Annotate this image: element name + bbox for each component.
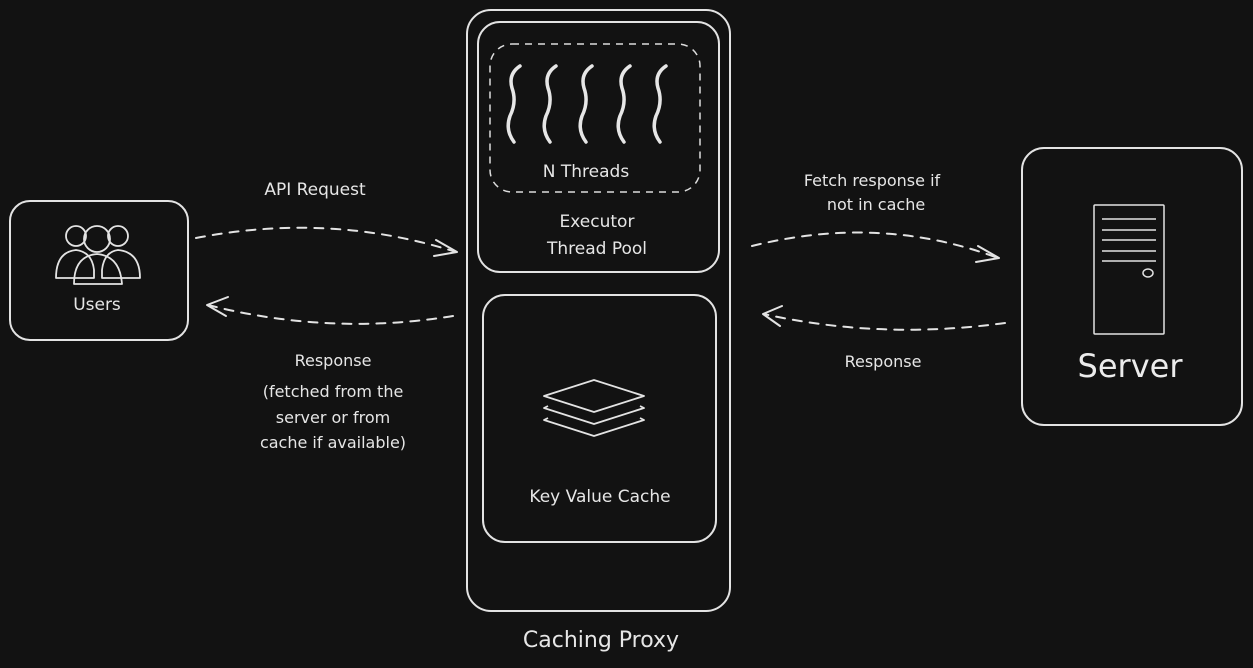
executor-label-line1: Executor bbox=[560, 212, 635, 232]
fetch-response-line bbox=[751, 231, 999, 259]
threads-label: N Threads bbox=[543, 162, 630, 182]
server-box bbox=[1021, 147, 1243, 426]
threads-group-box bbox=[489, 43, 701, 193]
api-request-label: API Request bbox=[264, 180, 366, 200]
response-users-label-3: server or from bbox=[276, 408, 390, 427]
fetch-response-arrowhead bbox=[975, 245, 1000, 263]
api-request-line bbox=[195, 226, 457, 253]
users-label: Users bbox=[73, 295, 121, 315]
caching-proxy-label: Caching Proxy bbox=[523, 628, 679, 653]
executor-box bbox=[477, 21, 720, 273]
users-group-icon bbox=[55, 225, 141, 285]
fetch-response-label-2: not in cache bbox=[827, 195, 925, 214]
edge-fetch-response: Fetch response if not in cache bbox=[751, 171, 1000, 263]
edge-api-request: API Request bbox=[195, 180, 458, 257]
key-value-cache-node[interactable]: Key Value Cache bbox=[482, 294, 717, 543]
users-box bbox=[9, 200, 189, 341]
server-label: Server bbox=[1078, 347, 1184, 385]
response-users-label-4: cache if available) bbox=[260, 433, 406, 452]
response-users-arrowhead bbox=[206, 296, 229, 317]
users-node[interactable]: Users bbox=[9, 200, 189, 341]
response-users-label-2: (fetched from the bbox=[263, 382, 404, 401]
layers-icon bbox=[543, 379, 645, 437]
executor-thread-pool-node[interactable]: N Threads Executor Thread Pool bbox=[477, 21, 720, 273]
response-server-label: Response bbox=[845, 352, 922, 371]
fetch-response-label-1: Fetch response if bbox=[804, 171, 941, 190]
response-users-line bbox=[207, 304, 454, 325]
response-users-label-1: Response bbox=[295, 351, 372, 370]
threads-icon bbox=[506, 64, 668, 144]
edge-response-from-server: Response bbox=[762, 305, 1006, 371]
executor-label-line2: Thread Pool bbox=[546, 239, 647, 259]
server-tower-icon bbox=[1093, 204, 1165, 335]
edge-response-to-users: Response (fetched from the server or fro… bbox=[206, 296, 454, 452]
response-server-arrowhead bbox=[762, 305, 783, 327]
server-node[interactable]: Server bbox=[1021, 147, 1243, 426]
cache-label: Key Value Cache bbox=[529, 487, 670, 507]
caching-proxy-node[interactable]: Caching Proxy bbox=[466, 9, 731, 653]
api-request-arrowhead bbox=[433, 239, 458, 257]
caching-proxy-box bbox=[466, 9, 731, 612]
response-server-line bbox=[763, 313, 1006, 331]
cache-box bbox=[482, 294, 717, 543]
